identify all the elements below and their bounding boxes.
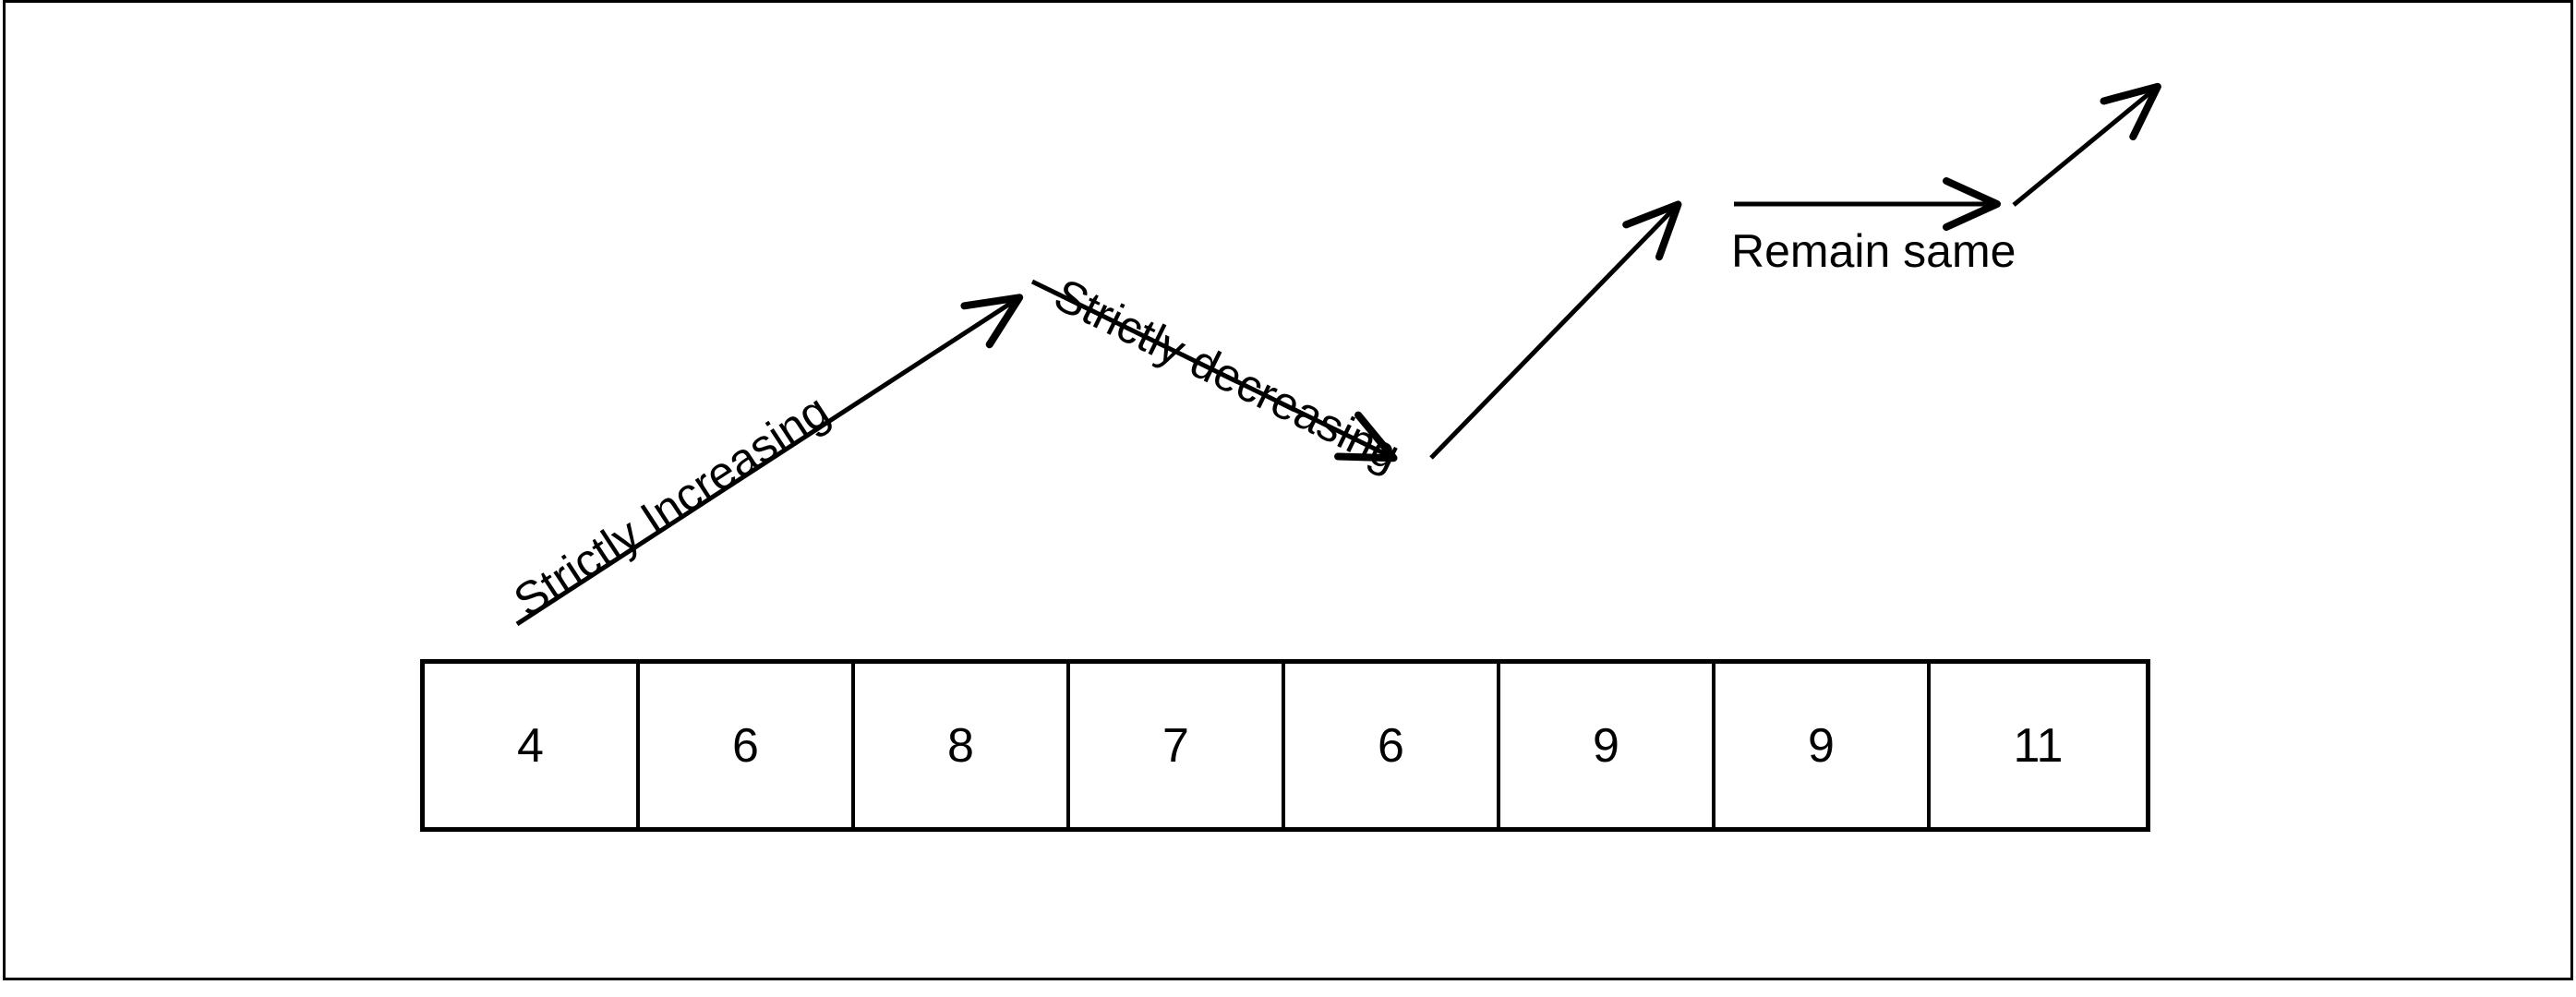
arrow-strictly-increasing: [515, 294, 1024, 627]
array-cell[interactable]: 4: [425, 664, 640, 827]
arrow-strictly-decreasing: [1030, 279, 1398, 462]
array-cell[interactable]: 9: [1715, 664, 1931, 827]
array-cell[interactable]: 6: [1285, 664, 1500, 827]
array-cell[interactable]: 7: [1070, 664, 1285, 827]
label-remain-same: Remain same: [1731, 225, 2016, 277]
array-cell[interactable]: 9: [1500, 664, 1715, 827]
array-cell[interactable]: 11: [2013, 718, 2064, 773]
array-cell[interactable]: 8: [855, 664, 1070, 827]
array-container: 4 6 8 7 6 9 9 11: [420, 659, 2150, 832]
array-cell[interactable]: 6: [640, 664, 855, 827]
arrow-rise-unlabeled: [1429, 200, 1682, 460]
arrow-final-rise-unlabeled: [2012, 82, 2161, 207]
